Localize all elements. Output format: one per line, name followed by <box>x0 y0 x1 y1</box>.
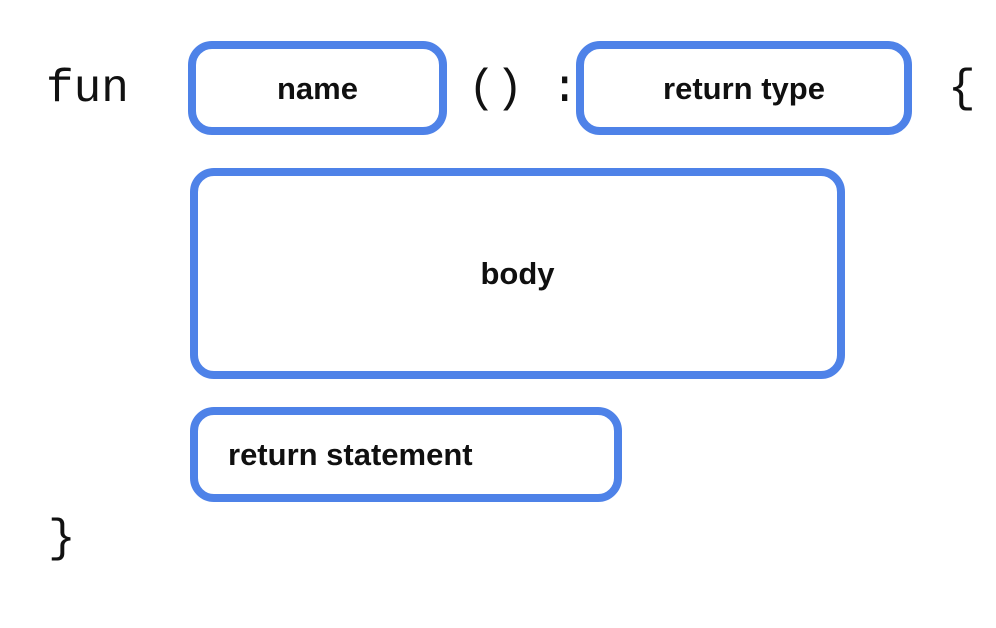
slot-name-label: name <box>277 70 358 106</box>
slot-return-statement-label: return statement <box>228 437 473 472</box>
fun-keyword-token: fun <box>46 63 129 115</box>
slot-body-label: body <box>480 256 555 291</box>
parens-colon-token: () : <box>468 63 579 115</box>
open-brace-token: { <box>948 63 976 115</box>
close-brace-token: } <box>48 513 76 565</box>
slot-name[interactable]: name <box>188 41 447 135</box>
slot-return-type-label: return type <box>663 70 825 106</box>
slot-return-type[interactable]: return type <box>576 41 912 135</box>
slot-return-statement[interactable]: return statement <box>190 407 622 502</box>
slot-body[interactable]: body <box>190 168 845 379</box>
